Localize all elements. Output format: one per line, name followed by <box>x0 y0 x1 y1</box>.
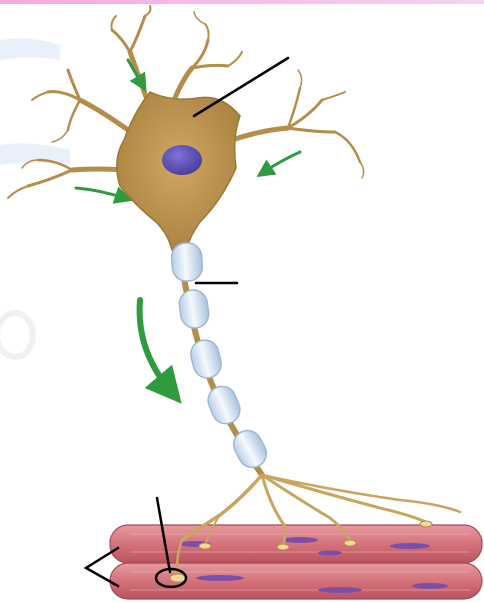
nucleus <box>162 145 202 175</box>
myelin-segment <box>177 288 210 330</box>
myelin-segment <box>188 337 224 381</box>
green-signal-arrow <box>264 152 300 172</box>
myelin-segment <box>171 242 204 282</box>
muscle-fibers <box>110 525 482 599</box>
myelin-sheath <box>171 242 272 472</box>
myelin-segment <box>204 382 244 428</box>
green-signal-arrow <box>76 188 124 198</box>
green-signal-arrow <box>140 300 170 390</box>
background-watermark <box>0 38 70 357</box>
